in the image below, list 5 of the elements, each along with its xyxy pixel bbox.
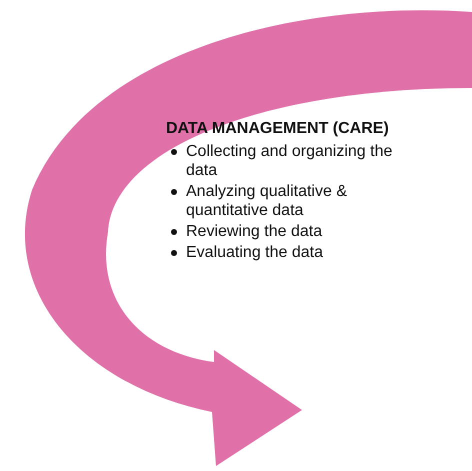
- bullet-text: Analyzing qualitative & quantitative data: [186, 182, 348, 220]
- bullet-text: Reviewing the data: [186, 222, 322, 241]
- heading: DATA MANAGEMENT (CARE): [166, 120, 389, 138]
- bullet-text: Collecting and organizing the data: [186, 142, 394, 180]
- bullet-text: Evaluating the data: [186, 243, 323, 262]
